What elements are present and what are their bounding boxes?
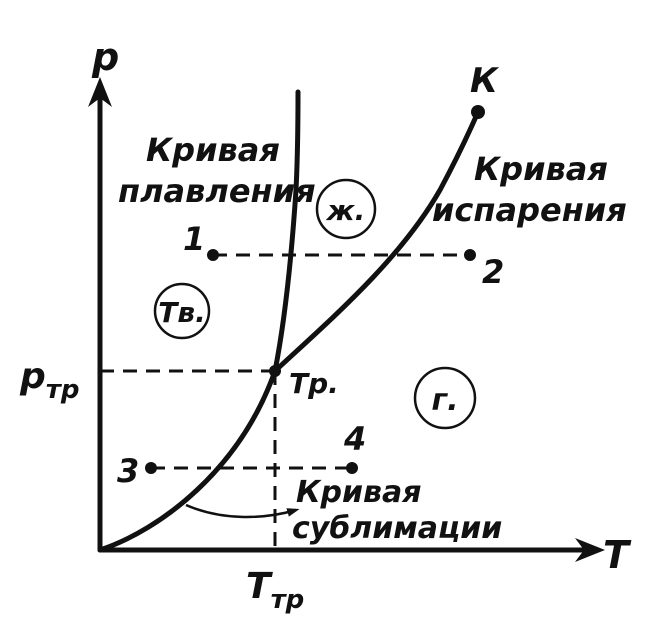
y-axis-label: p xyxy=(91,35,119,79)
gas-phase-circle xyxy=(413,366,477,430)
solid-phase-label: Тв. xyxy=(158,296,205,329)
point-4-dot xyxy=(346,462,358,474)
liquid-phase-circle xyxy=(315,178,377,240)
melting-caption-line1: Кривая xyxy=(146,131,280,169)
evaporation-caption-line2: испарения xyxy=(432,191,627,229)
triple-point-dot xyxy=(269,365,281,377)
liquid-phase-label: ж. xyxy=(325,194,366,227)
x-axis-label: T xyxy=(603,533,632,577)
melting-curve xyxy=(272,89,301,374)
sublimation-caption-line1: Кривая xyxy=(296,475,422,510)
point-2-dot xyxy=(464,249,476,261)
critical-point-label: К xyxy=(470,61,500,101)
melting-caption-line2: плавления xyxy=(118,172,316,210)
point-1-dot xyxy=(207,249,219,261)
critical-point-dot xyxy=(471,105,485,119)
point-4-label: 4 xyxy=(343,420,366,458)
point-2-label: 2 xyxy=(482,253,504,291)
solid-phase-circle xyxy=(153,282,211,340)
point-3-label: 3 xyxy=(117,452,139,490)
sublimation-caption-line2: сублимации xyxy=(292,511,502,546)
point-1-label: 1 xyxy=(183,220,205,258)
point-3-dot xyxy=(145,462,157,474)
evaporation-caption-line1: Кривая xyxy=(474,150,608,188)
sublimation-pointer-arrow xyxy=(185,503,300,519)
triple-point-label: Тр. xyxy=(289,367,339,400)
t-tr-label: Tтр xyxy=(246,566,304,615)
evaporation-curve xyxy=(272,109,481,374)
sublimation-curve xyxy=(97,368,278,553)
gas-phase-label: г. xyxy=(431,383,458,418)
p-tr-label: pтр xyxy=(19,356,79,405)
